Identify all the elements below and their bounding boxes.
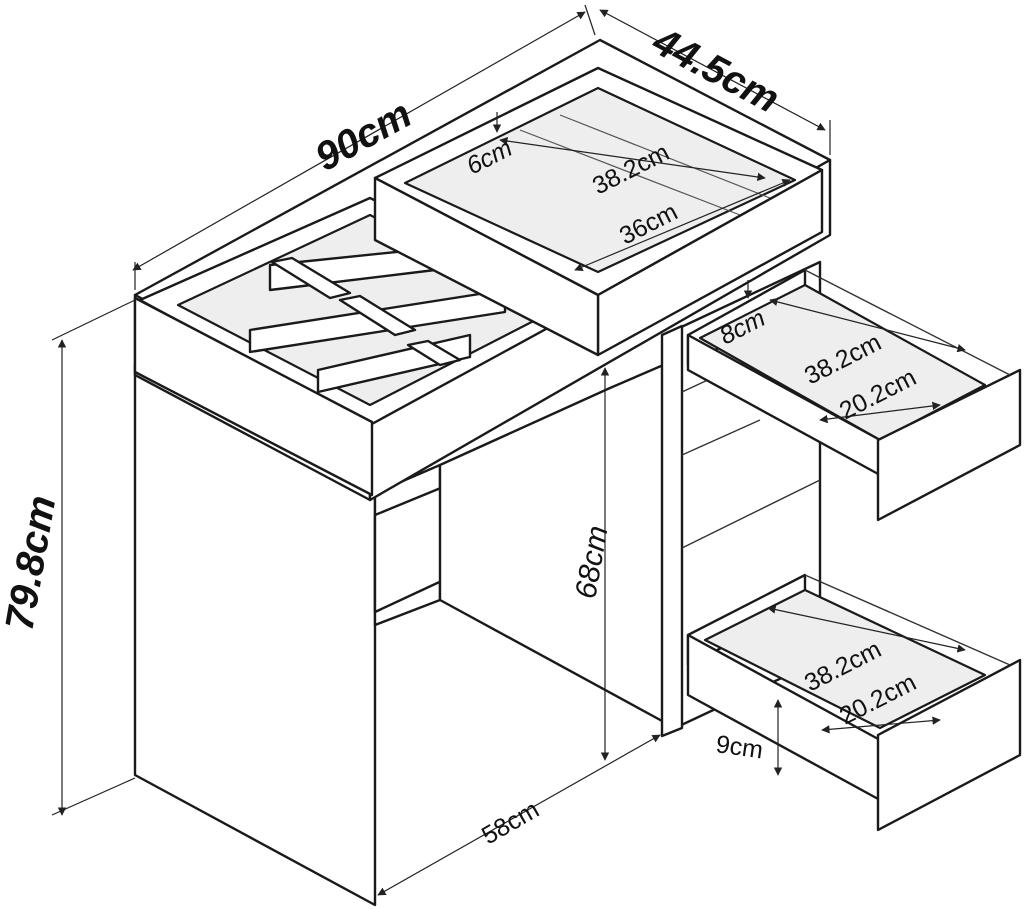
lower-drawer-front [876,658,1022,832]
label-legroom-width: 58cm [477,795,544,850]
left-tray-front [133,296,374,497]
label-total-height: 79.8cm [0,492,64,633]
upper-drawer-front [876,368,1022,522]
tray-divider-vertical-3 [406,339,462,367]
label-drawer2-depth: 9cm [714,730,765,764]
upper-drawer [686,268,1022,522]
dimension-lines [51,4,966,896]
left-pedestal [133,363,450,907]
right-cabinet-front-strip [660,324,684,738]
tray-divider-vertical-2 [338,294,417,337]
